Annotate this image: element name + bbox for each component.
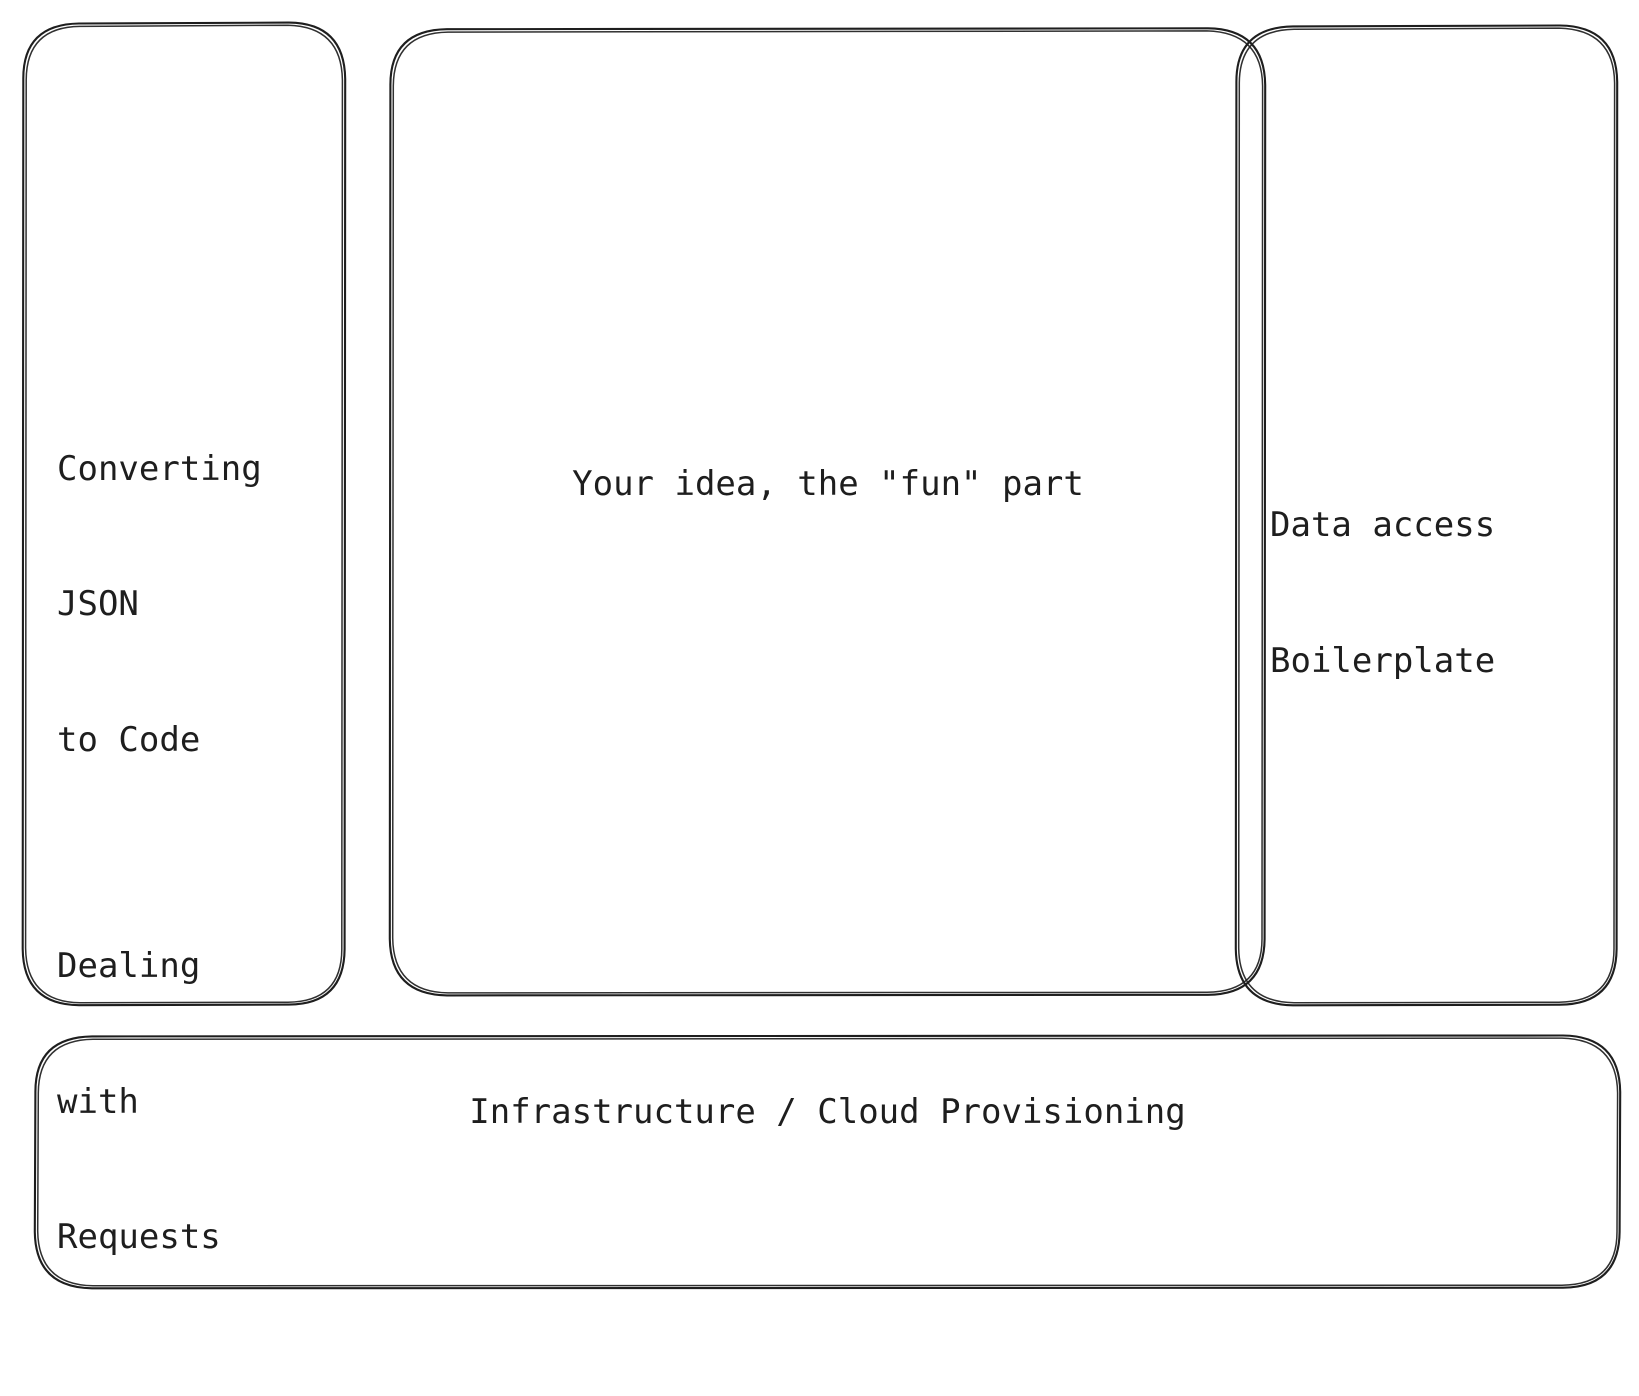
center-idea-box-label: Your idea, the "fun" part — [572, 464, 1084, 504]
left-box-line-1: Converting — [57, 448, 262, 489]
infrastructure-bar-label: Infrastructure / Cloud Provisioning — [469, 1092, 1186, 1132]
center-box-frame — [388, 27, 1267, 997]
left-box-paragraph-2: Dealing with Requests — [57, 901, 262, 1348]
left-box-line-4: Dealing — [57, 946, 201, 987]
bottom-bar-frame — [33, 1034, 1622, 1290]
right-data-access-box-label: Data access Boilerplate — [1270, 413, 1495, 775]
right-box-line-2: Boilerplate — [1270, 641, 1496, 682]
left-box-line-5: with — [57, 1081, 139, 1122]
left-box-paragraph-1: Converting JSON to Code — [57, 403, 262, 850]
left-concerns-box-label: Converting JSON to Code Dealing with Req… — [57, 311, 262, 1396]
right-box-line-1: Data access — [1270, 505, 1496, 546]
left-box-line-6: Requests — [57, 1217, 221, 1258]
left-box-line-2: JSON — [57, 584, 139, 625]
diagram-canvas: Converting JSON to Code Dealing with Req… — [21, 21, 1622, 1290]
left-box-line-3: to Code — [57, 719, 201, 760]
